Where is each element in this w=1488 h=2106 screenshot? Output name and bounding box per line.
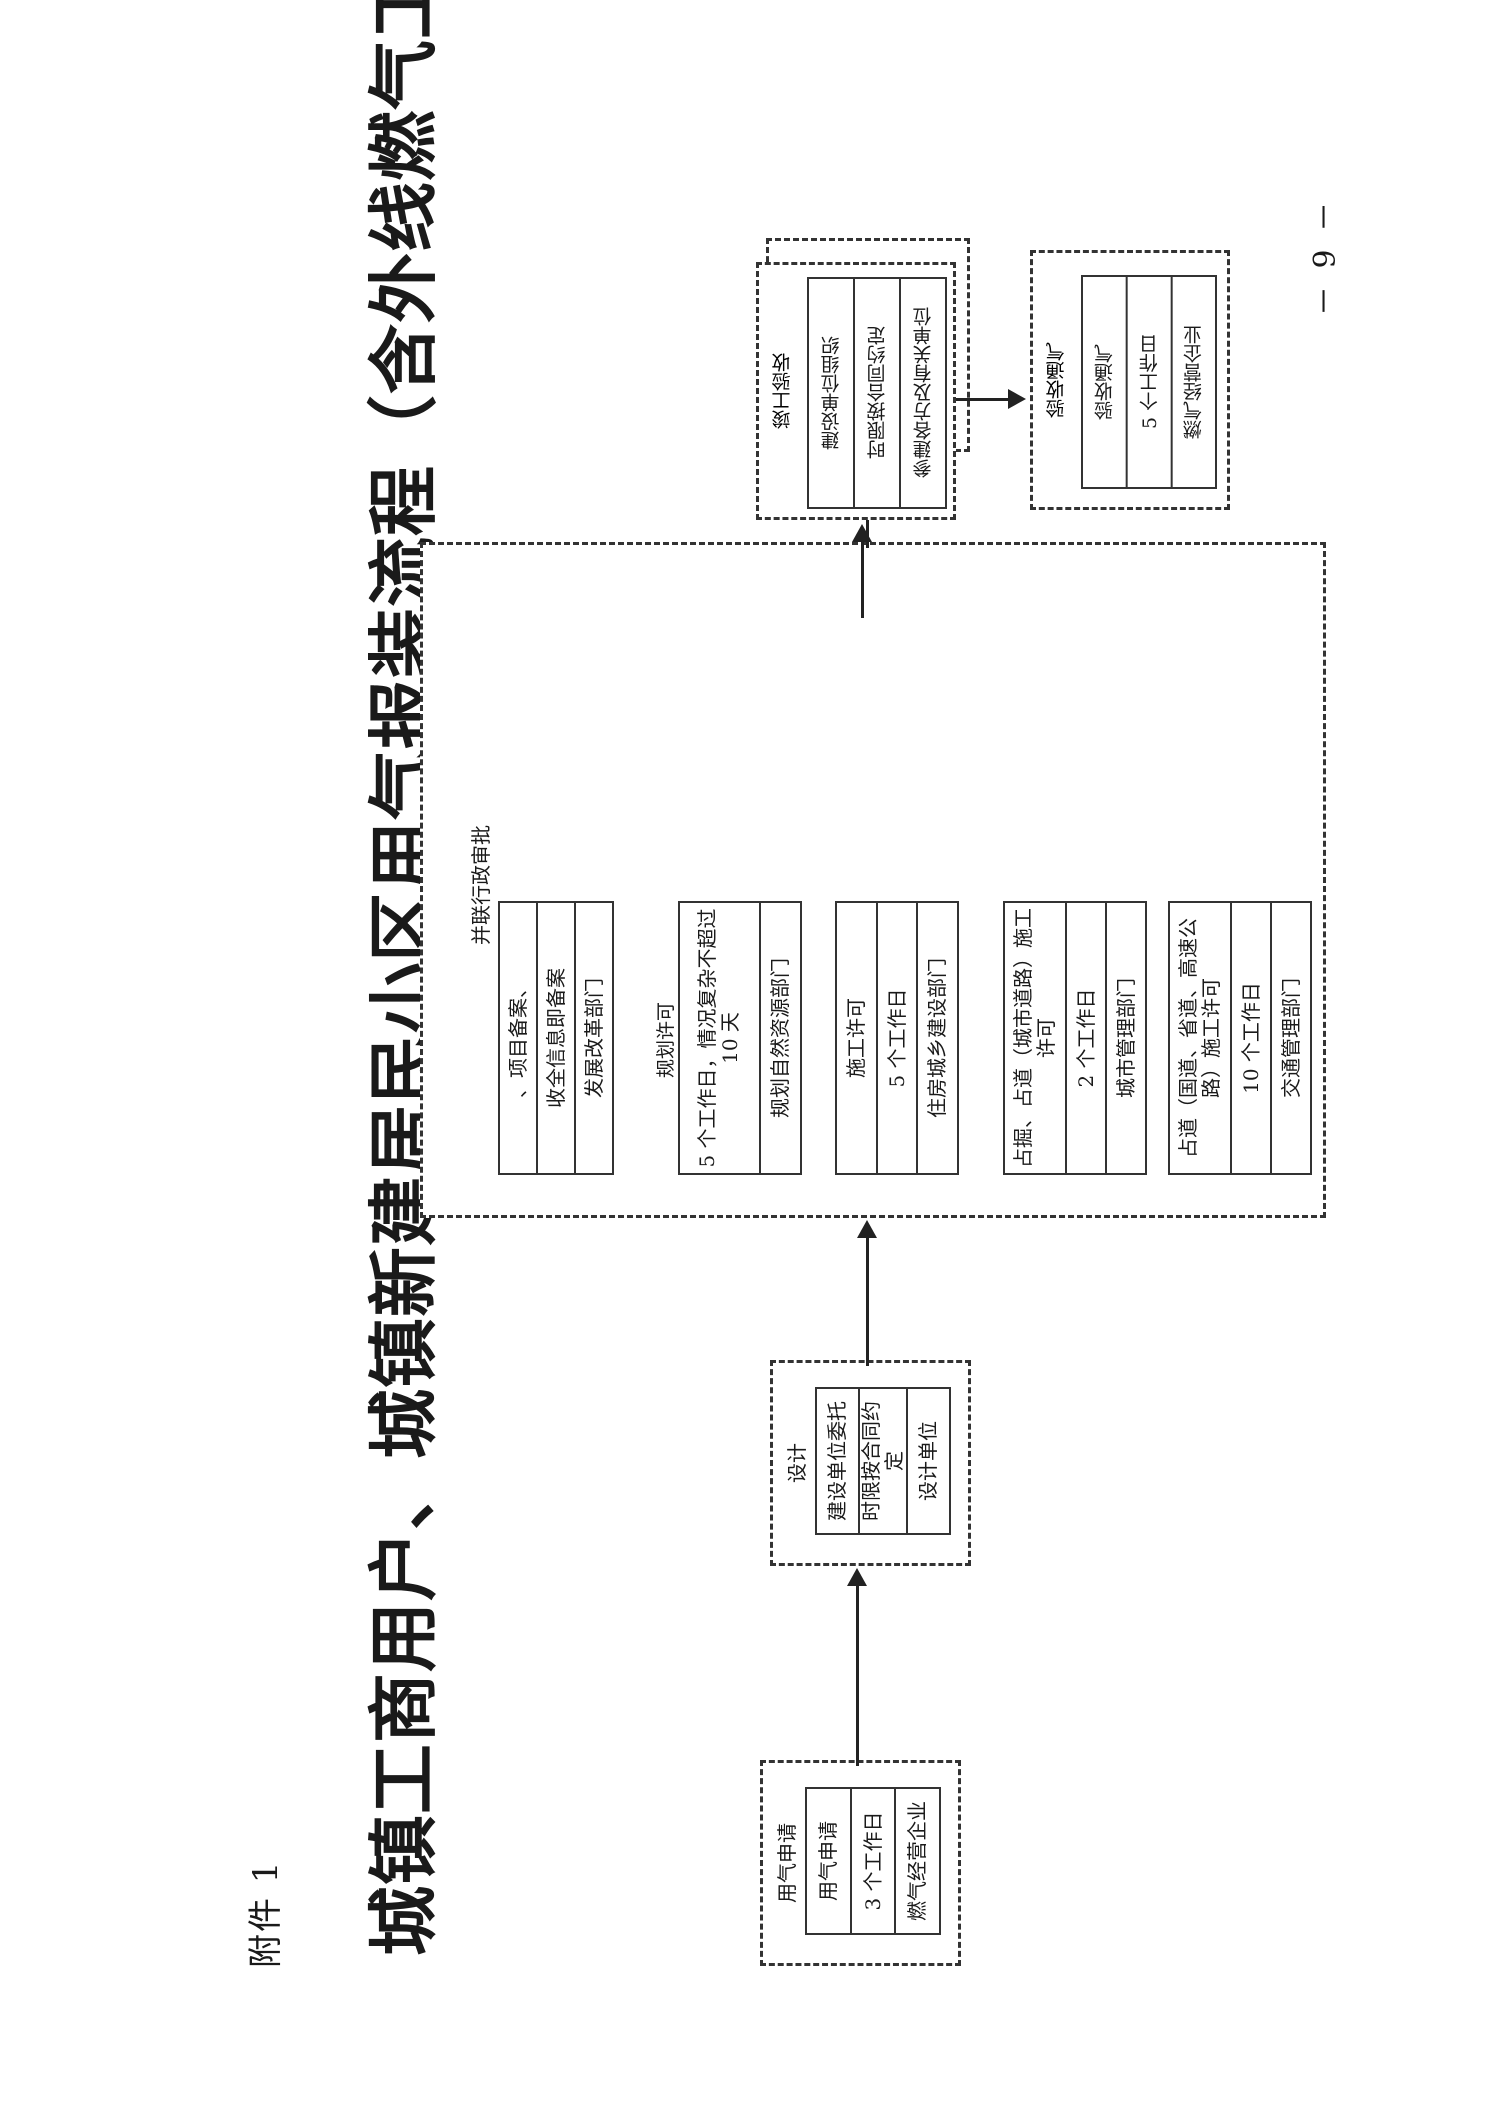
- approval-filing-action: 、项目备案、: [505, 978, 530, 1098]
- approval-construction-permit-time: 5 个工作日: [875, 903, 917, 1173]
- approval-urban-road-action: 占掘、占道（城市道路）施工许可: [1011, 908, 1059, 1168]
- approval-urban-road-time: 2 个工作日: [1065, 903, 1106, 1173]
- arrow-design-to-approval: [866, 1234, 869, 1366]
- arrow-approval-to-construction-head: [857, 452, 877, 470]
- step-approval: 并联行政审批 、项目备案、 收全信息即备案 发展改革部门 规划许可 5 个工作日…: [420, 542, 1326, 1218]
- step-construction-header: 施工: [781, 325, 805, 365]
- step-construction-agency: 施工单位: [900, 267, 946, 419]
- step-construction-time: 时限按合同约定: [855, 267, 901, 419]
- step-apply-agency: 燃气经营企业: [894, 1789, 940, 1933]
- step-design-header: 设计: [785, 1443, 809, 1483]
- step-apply-table: 用气申请 3 个工作日 燃气经营企业: [805, 1787, 941, 1935]
- arrow-apply-to-design-head: [847, 1568, 867, 1586]
- approval-construction-permit-agency: 住房城乡建设部门: [916, 903, 958, 1173]
- approval-group-filing: 、项目备案、 收全信息即备案 发展改革部门: [498, 901, 614, 1175]
- approval-highway-time: 10 个工作日: [1230, 903, 1271, 1173]
- step-design-time: 时限按合同约定: [858, 1389, 906, 1533]
- arrow-apply-to-design: [856, 1584, 859, 1766]
- step-apply-action: 用气申请: [815, 1821, 840, 1901]
- step-design-agency: 设计单位: [906, 1389, 949, 1533]
- step-construction-table: 建设单位委托 时限按合同约定 施工单位: [811, 265, 947, 421]
- approval-group-urban-road: 占掘、占道（城市道路）施工许可 2 个工作日 城市管理部门: [1003, 901, 1147, 1175]
- approval-group-planning: 5 个工作日，情况复杂不超过 10 天 规划自然资源部门: [678, 901, 802, 1175]
- approval-group-construction-permit: 施工许可 5 个工作日 住房城乡建设部门: [835, 901, 959, 1175]
- approval-highway-action: 占道（国道、省道、高速公路）施工许可: [1176, 918, 1224, 1158]
- step-construction-box: 施工 建设单位委托 时限按合同约定 施工单位: [766, 238, 970, 452]
- step-apply: 用气申请 用气申请 3 个工作日 燃气经营企业: [760, 1760, 961, 1966]
- arrow-design-to-approval-head: [857, 1220, 877, 1238]
- arrow-approval-to-construction: [866, 466, 869, 548]
- approval-planning-header: 规划许可: [655, 1002, 677, 1079]
- page-number: － 9 －: [1308, 197, 1343, 316]
- approval-urban-road-agency: 城市管理部门: [1105, 903, 1145, 1173]
- step-design-action: 建设单位委托: [825, 1401, 849, 1521]
- step-design-table: 建设单位委托 时限按合同约定 设计单位: [815, 1387, 951, 1535]
- approval-filing-agency: 发展改革部门: [574, 903, 612, 1173]
- approval-planning-agency: 规划自然资源部门: [758, 903, 800, 1173]
- approval-planning-time: 5 个工作日，情况复杂不超过 10 天: [695, 908, 743, 1168]
- approval-construction-permit-action: 施工许可: [843, 998, 868, 1078]
- approval-filing-time: 收全信息即备案: [536, 903, 574, 1173]
- approval-group-highway: 占道（国道、省道、高速公路）施工许可 10 个工作日 交通管理部门: [1168, 901, 1312, 1175]
- step-design: 设计 建设单位委托 时限按合同约定 设计单位: [770, 1360, 971, 1566]
- attachment-label: 附件 1: [246, 1859, 286, 1968]
- step-approval-header: 并联行政审批: [469, 825, 493, 945]
- step-apply-header: 用气申请: [775, 1823, 799, 1903]
- step-apply-time: 3 个工作日: [849, 1789, 895, 1933]
- step-construction-action: 建设单位委托: [821, 283, 846, 403]
- approval-highway-agency: 交通管理部门: [1270, 903, 1310, 1173]
